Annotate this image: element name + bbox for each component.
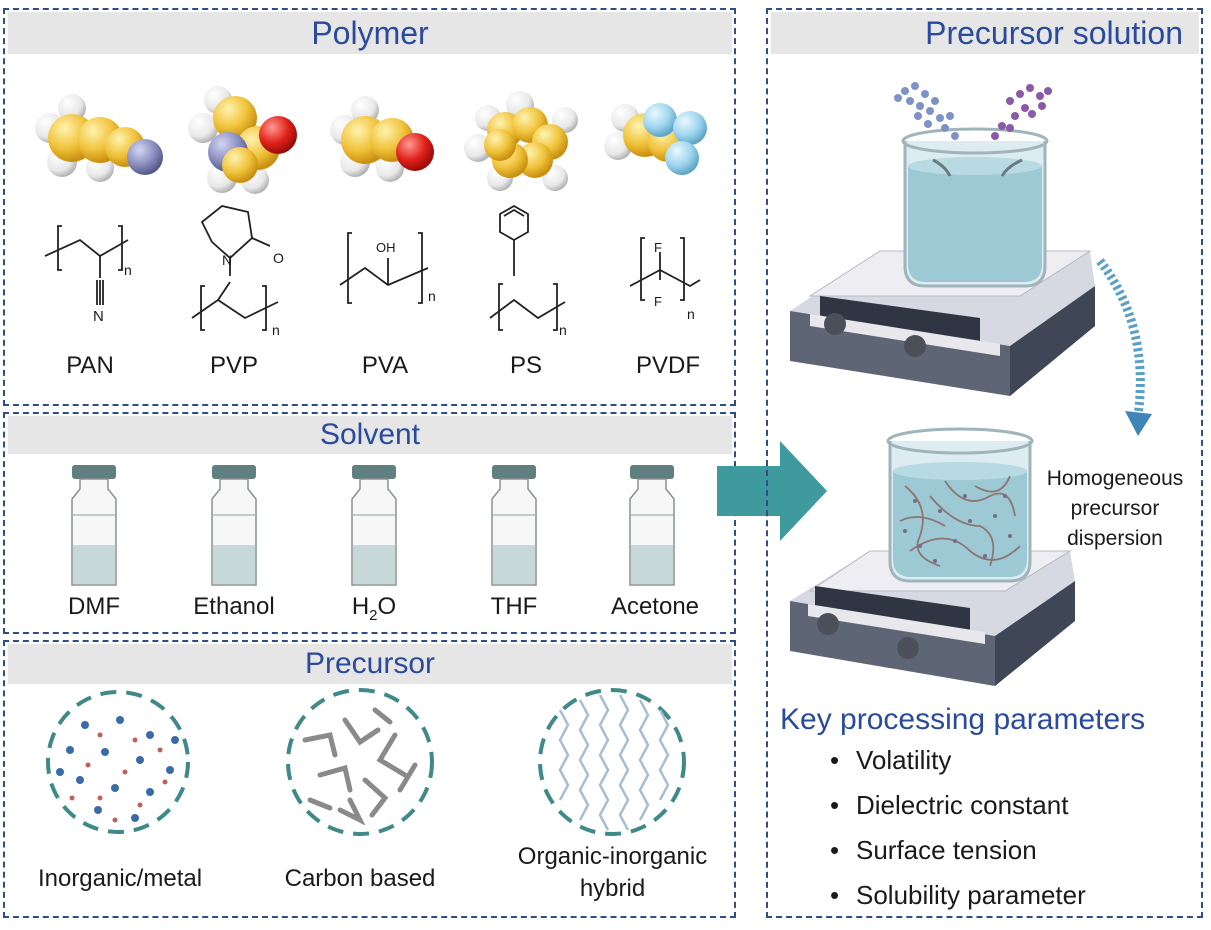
pan-subscript-n: n <box>124 262 132 278</box>
polymer-molecules <box>35 86 707 331</box>
ps-space-filling-model <box>464 91 578 191</box>
pvp-subscript-n: n <box>272 322 280 338</box>
pvdf-structure <box>629 237 701 301</box>
key-param-volatility: •Volatility <box>830 745 952 775</box>
ps-subscript-n: n <box>559 322 567 338</box>
dispersion-label-line2: precursor <box>1070 497 1160 520</box>
solvent-label-ethanol: Ethanol <box>193 593 275 620</box>
precursor-label-hybrid-line1: Organic-inorganic <box>517 843 708 870</box>
pan-structure <box>44 225 129 305</box>
pva-subscript-n: n <box>428 288 436 304</box>
key-param-solubility-parameter: •Solubility parameter <box>830 880 1086 910</box>
polymer-name-pvdf: PVDF <box>635 352 700 379</box>
polymer-name-pva: PVA <box>361 352 409 379</box>
bottom-beaker <box>886 427 1034 583</box>
solvent-label-water: H2O <box>351 593 397 624</box>
blue-particle-cluster <box>894 82 959 140</box>
precursor-label-carbon-based: Carbon based <box>284 865 436 892</box>
structural-formulas <box>44 204 701 331</box>
precursor-solution-title: Precursor solution <box>925 15 1183 51</box>
pvdf-subscript-n: n <box>687 306 695 322</box>
top-beaker <box>901 127 1049 288</box>
vial-acetone <box>629 465 675 586</box>
precursor-panel <box>3 640 736 918</box>
pva-space-filling-model <box>330 96 434 182</box>
pan-space-filling-model <box>35 94 163 182</box>
precursor-label-inorganic-metal: Inorganic/metal <box>37 865 203 892</box>
inorganic-metal-particles <box>46 690 190 834</box>
pvdf-f-top-label: F <box>654 240 662 255</box>
precursor-label-hybrid-line2: hybrid <box>579 875 646 902</box>
solvent-panel <box>3 412 736 634</box>
carbon-based-structures <box>286 688 434 836</box>
vial-thf <box>491 465 537 586</box>
vial-ethanol <box>211 465 257 586</box>
process-arrow <box>1096 258 1152 436</box>
dispersion-label-line1: Homogeneous <box>1046 467 1184 490</box>
key-processing-parameters-title: Key processing parameters <box>780 703 1146 736</box>
polymer-name-pvp: PVP <box>209 352 259 379</box>
polymer-header: Polymer <box>8 12 732 54</box>
pva-oh-label: OH <box>376 240 396 255</box>
solvent-vials <box>71 465 675 586</box>
pan-nitrogen-label: N <box>93 308 104 325</box>
solvent-title: Solvent <box>319 418 421 451</box>
pva-structure <box>339 232 429 304</box>
precursor-header: Precursor <box>8 644 732 684</box>
key-param-dielectric-constant: •Dielectric constant <box>830 790 1069 820</box>
flow-arrow <box>717 441 827 541</box>
precursor-solution-panel <box>766 8 1203 918</box>
solvent-header: Solvent <box>8 416 732 454</box>
precursor-solution-header: Precursor solution <box>771 12 1199 54</box>
polymer-title: Polymer <box>311 15 429 51</box>
polymer-name-pan: PAN <box>66 352 114 379</box>
solvent-label-acetone: Acetone <box>610 593 700 620</box>
pvp-oxygen-label: O <box>273 250 284 266</box>
pvp-nitrogen-label: N <box>222 252 233 268</box>
pvp-structure <box>191 205 279 331</box>
pvdf-f-bottom-label: F <box>654 294 662 309</box>
pvp-space-filling-model <box>188 86 297 194</box>
polymer-panel <box>3 8 736 406</box>
precursor-illustrations <box>46 688 686 836</box>
solvent-label-dmf: DMF <box>68 593 120 620</box>
pvdf-space-filling-model <box>604 103 707 175</box>
stirrer-setup <box>790 82 1152 686</box>
organic-inorganic-hybrid-structure <box>538 688 686 836</box>
ps-structure <box>489 204 566 331</box>
key-param-surface-tension: •Surface tension <box>830 835 1037 865</box>
vial-dmf <box>71 465 117 586</box>
dispersion-label-line3: dispersion <box>1067 527 1163 550</box>
purple-particle-cluster <box>991 84 1052 140</box>
precursor-title: Precursor <box>304 647 436 680</box>
vial-water <box>351 465 397 586</box>
solvent-label-thf: THF <box>490 593 538 620</box>
polymer-name-ps: PS <box>509 352 542 379</box>
